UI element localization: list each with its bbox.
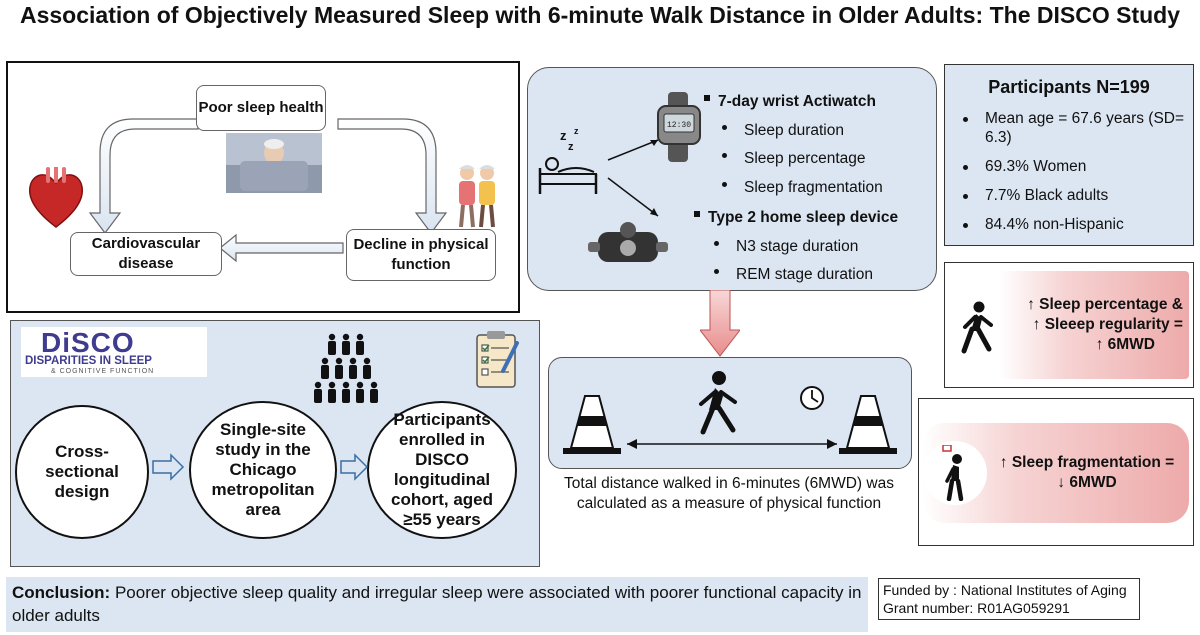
- people-group-icon: [314, 333, 378, 403]
- walk-test-caption: Total distance walked in 6-minutes (6MWD…: [564, 475, 894, 512]
- person-body: [328, 341, 336, 355]
- down-arrow: [700, 290, 740, 357]
- positive-result-text: ↑ Sleep percentage & ↑ Sleeep regularity…: [999, 295, 1189, 355]
- list-item: N3 stage duration: [714, 233, 934, 262]
- list-item: Sleep duration: [722, 117, 928, 146]
- list-item: Sleep fragmentation: [722, 174, 928, 203]
- home-device-section: Type 2 home sleep device N3 stage durati…: [694, 204, 934, 290]
- walk-test-illustration: [563, 371, 897, 454]
- checklist-icon: [476, 331, 519, 388]
- funding-box: Funded by : National Institutes of Aging…: [878, 578, 1140, 620]
- home-device-title: Type 2 home sleep device: [694, 204, 934, 233]
- negative-result-text: ↑ Sleep fragmentation = ↓ 6MWD: [987, 453, 1187, 493]
- positive-result-box: ↑ Sleep percentage & ↑ Sleeep regularity…: [999, 271, 1189, 379]
- person-body: [356, 389, 364, 403]
- list-item: 69.3% Women: [963, 157, 1185, 176]
- negative-result-line: ↓ 6MWD: [1057, 474, 1117, 491]
- walk-test-panel: [548, 357, 912, 469]
- conclusion-box: Conclusion: Poorer objective sleep quali…: [6, 577, 868, 632]
- negative-result-box: ↑ Sleep fragmentation = ↓ 6MWD: [923, 423, 1189, 523]
- conclusion-text: Poorer objective sleep quality and irreg…: [12, 583, 862, 625]
- disco-logo-sub1: DISPARITIES IN SLEEP: [25, 355, 152, 367]
- person-head: [342, 333, 350, 341]
- circle-site: Single-site study in the Chicago metropo…: [189, 401, 337, 539]
- disco-logo-word: DiSCO: [41, 327, 135, 358]
- actiwatch-list: Sleep duration Sleep percentage Sleep fr…: [718, 117, 928, 203]
- person-body: [370, 389, 378, 403]
- svg-text:z: z: [560, 128, 567, 143]
- cardio-box: Cardiovascular disease: [70, 232, 222, 276]
- elderly-couple-icon: [459, 165, 495, 228]
- participants-panel: Participants N=199 Mean age = 67.6 years…: [944, 64, 1194, 246]
- person-head: [328, 333, 336, 341]
- disco-logo-sub2: & COGNITIVE FUNCTION: [51, 368, 155, 375]
- disco-logo: DiSCO DISPARITIES IN SLEEP & COGNITIVE F…: [21, 327, 207, 377]
- list-item: 84.4% non-Hispanic: [963, 215, 1185, 234]
- positive-result-line: ↑ Sleeep regularity =: [1032, 316, 1183, 333]
- person-head: [349, 357, 357, 365]
- funding-line: Funded by : National Institutes of Aging: [883, 582, 1127, 598]
- person-body: [321, 365, 329, 379]
- person-head: [370, 381, 378, 389]
- list-item: Sleep percentage: [722, 145, 928, 174]
- person-body: [342, 341, 350, 355]
- circle-cohort: Participants enrolled in DISCO longitudi…: [367, 401, 517, 539]
- participants-list: Mean age = 67.6 years (SD= 6.3) 69.3% Wo…: [963, 109, 1185, 234]
- actiwatch-icon: 12:30: [657, 92, 701, 162]
- person-body: [328, 389, 336, 403]
- person-head: [363, 357, 371, 365]
- person-head: [328, 381, 336, 389]
- person-head: [335, 357, 343, 365]
- device-connectors: [607, 139, 659, 217]
- positive-result-line: ↑ Sleep percentage &: [1027, 296, 1183, 313]
- list-item: REM stage duration: [714, 261, 934, 290]
- person-head: [356, 333, 364, 341]
- participants-header: Participants N=199: [988, 77, 1150, 97]
- person-body: [363, 365, 371, 379]
- sleeping-bed-icon: z z z: [538, 128, 598, 194]
- funding-line: Grant number: R01AG059291: [883, 600, 1070, 616]
- positive-result-line: ↑ 6MWD: [1095, 336, 1155, 353]
- conclusion-label: Conclusion:: [12, 583, 111, 602]
- home-sleep-device-icon: [588, 222, 668, 262]
- heart-icon: [28, 167, 84, 228]
- disco-panel: DiSCO DISPARITIES IN SLEEP & COGNITIVE F…: [10, 320, 540, 567]
- person-body: [356, 341, 364, 355]
- person-body: [349, 365, 357, 379]
- svg-text:12:30: 12:30: [667, 121, 691, 130]
- positive-result-panel: ↑ Sleep percentage & ↑ Sleeep regularity…: [944, 262, 1194, 388]
- walking-person-icon: [961, 301, 993, 354]
- page-title: Association of Objectively Measured Slee…: [19, 2, 1181, 28]
- person-head: [321, 357, 329, 365]
- circle-design: Cross-sectional design: [15, 405, 149, 539]
- tired-person-circle: [923, 441, 987, 505]
- actiwatch-section: 7-day wrist Actiwatch Sleep duration Sle…: [704, 88, 928, 203]
- person-body: [335, 365, 343, 379]
- person-body: [314, 389, 322, 403]
- cycle-arrows: [88, 118, 448, 263]
- poor-sleep-box: Poor sleep health: [196, 85, 326, 131]
- negative-result-line: ↑ Sleep fragmentation =: [999, 454, 1175, 471]
- actiwatch-title: 7-day wrist Actiwatch: [704, 88, 928, 117]
- cycle-panel: Poor sleep health Cardiovascular disease…: [6, 61, 520, 313]
- decline-box: Decline in physical function: [346, 229, 496, 281]
- list-item: 7.7% Black adults: [963, 186, 1185, 205]
- devices-panel: z z z 12:30 7-day wrist Actiwatch Sleep …: [527, 67, 937, 291]
- tired-person-icon: [942, 445, 964, 501]
- list-item: Mean age = 67.6 years (SD= 6.3): [963, 110, 1185, 146]
- circle-connector-arrows: [152, 453, 369, 481]
- person-head: [314, 381, 322, 389]
- svg-text:z: z: [568, 141, 574, 153]
- home-device-list: N3 stage duration REM stage duration: [708, 233, 934, 290]
- person-head: [356, 381, 364, 389]
- person-body: [342, 389, 350, 403]
- svg-text:z: z: [574, 128, 579, 136]
- sleeping-person-image: [226, 133, 322, 193]
- negative-result-panel: ↑ Sleep fragmentation = ↓ 6MWD: [918, 398, 1194, 546]
- person-head: [342, 381, 350, 389]
